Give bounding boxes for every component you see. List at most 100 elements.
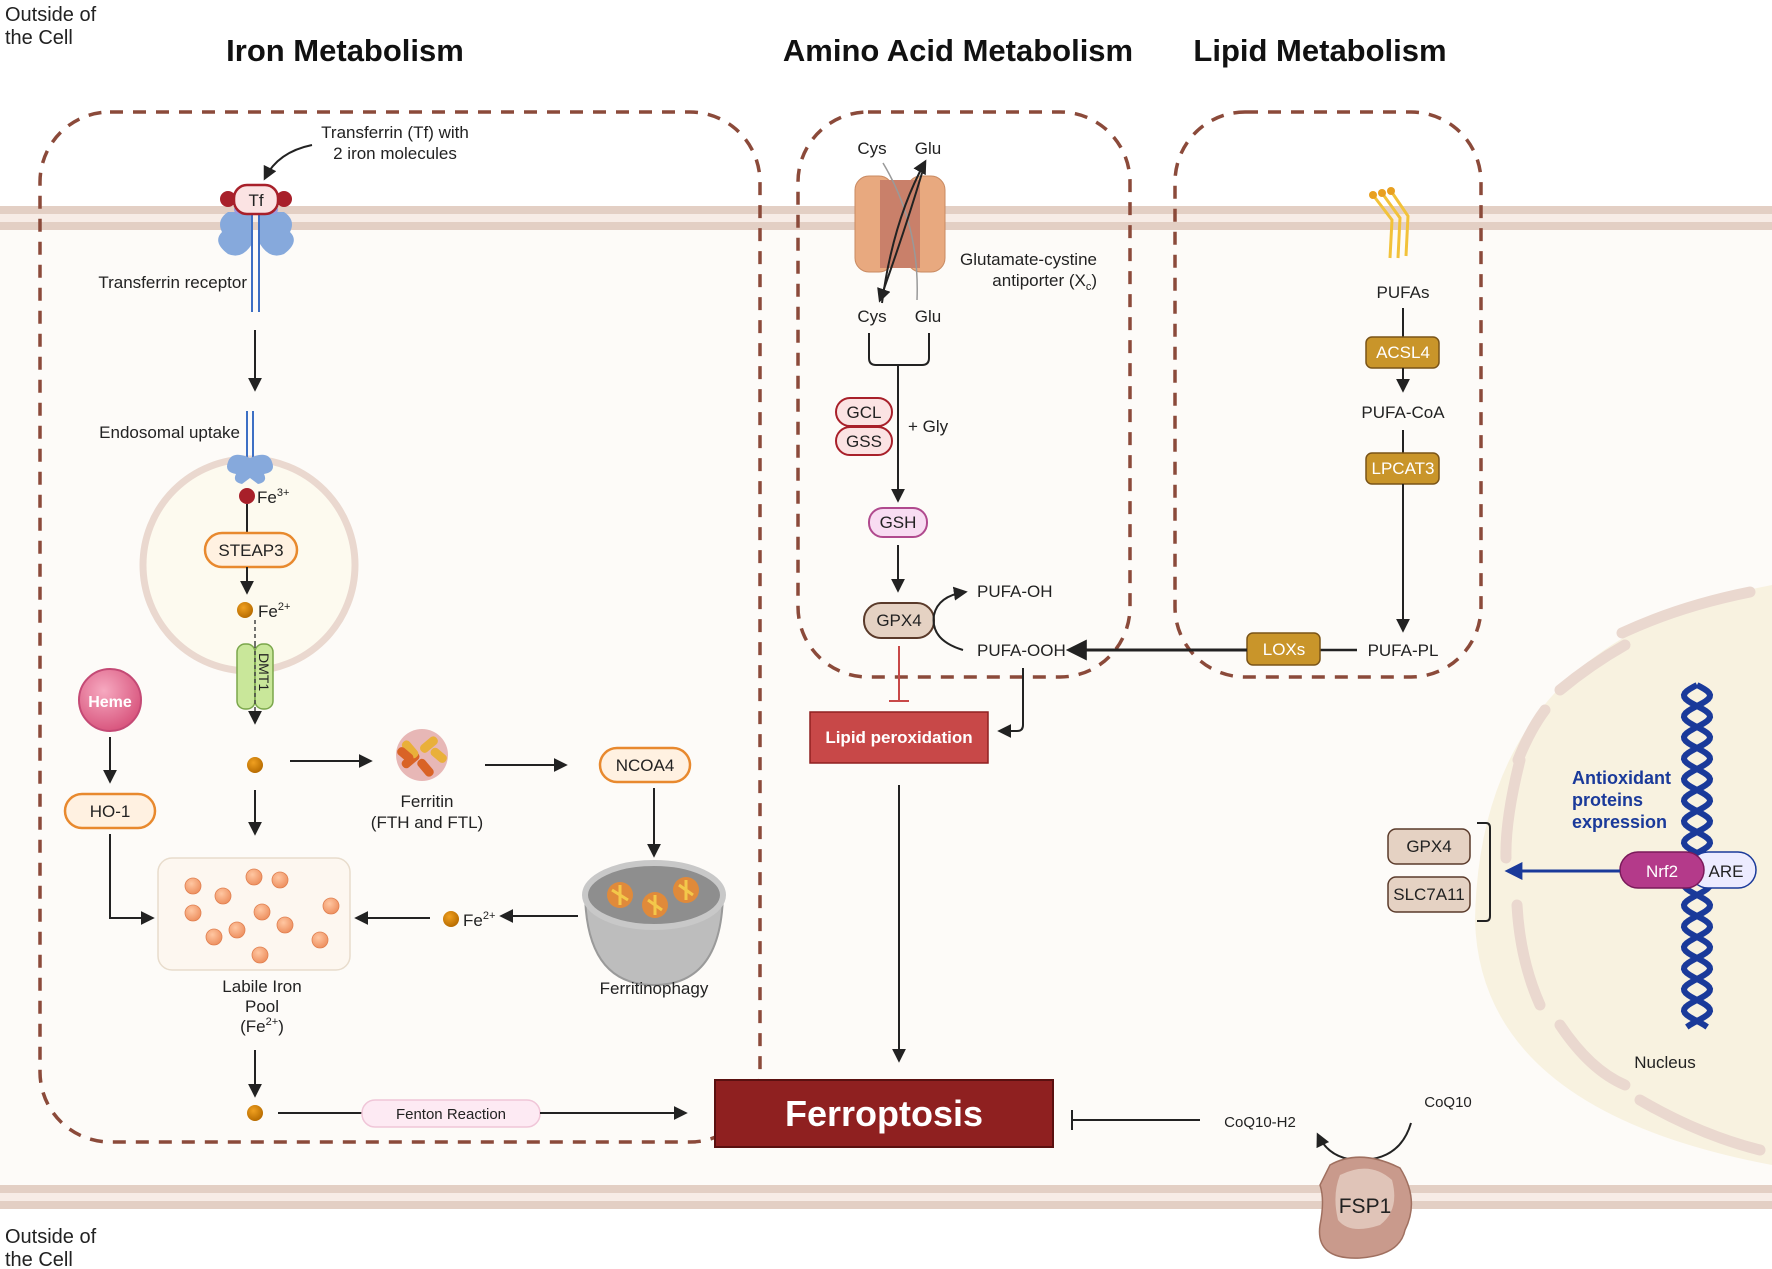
- iron-metabolism-title: Iron Metabolism: [226, 33, 464, 68]
- tf-note-2: 2 iron molecules: [333, 144, 457, 163]
- nrf2-label: Nrf2: [1646, 862, 1678, 881]
- outside-label-bottom-1: Outside of: [5, 1226, 97, 1248]
- antiporter-label-1: Glutamate-cystine: [960, 250, 1097, 269]
- targets-bracket: [1477, 822, 1491, 922]
- fe2-ion-cytosol-icon: [247, 757, 263, 773]
- steap3-label: STEAP3: [218, 541, 283, 560]
- dmt1-label: DMT1: [256, 653, 272, 691]
- fe2-released-icon: [443, 911, 459, 927]
- iron-ion: [251, 946, 269, 964]
- gcl-label: GCL: [847, 403, 882, 422]
- iron-ion: [276, 916, 294, 934]
- xc-antiporter-icon: [854, 159, 946, 304]
- ferritinophagy-label: Ferritinophagy: [600, 979, 709, 998]
- gsh-label: GSH: [880, 513, 917, 532]
- pufa-phospholipid-icon: [1369, 187, 1410, 259]
- heme-icon: [78, 668, 142, 732]
- iron-ion: [322, 897, 340, 915]
- pufas-label: PUFAs: [1377, 283, 1430, 302]
- iron-ion: [311, 931, 329, 949]
- are-label: ARE: [1709, 862, 1744, 881]
- fenton-reaction-label: Fenton Reaction: [396, 1106, 506, 1123]
- loxs-label: LOXs: [1263, 640, 1306, 659]
- fe2-released-label: Fe2+: [463, 910, 495, 930]
- antioxidant-label-2: proteins: [1572, 790, 1643, 810]
- antioxidant-label-1: Antioxidant: [1572, 768, 1671, 788]
- plasma-membrane-bottom: [0, 1185, 1772, 1209]
- lip-label-1: Labile Iron: [222, 977, 301, 996]
- target-slc7a11-label: SLC7A11: [1393, 885, 1465, 904]
- outside-label-top-2: the Cell: [5, 27, 73, 49]
- fe3-label: Fe3+: [257, 487, 289, 507]
- outside-label-top-1: Outside of: [5, 4, 97, 26]
- glu-in-label: Glu: [915, 307, 941, 326]
- target-slc7a11: [1387, 876, 1471, 913]
- lpcat3-label: LPCAT3: [1372, 459, 1435, 478]
- target-gpx4-label: GPX4: [1406, 837, 1451, 856]
- antiporter-label-2: antiporter (Xc): [992, 271, 1097, 293]
- steap3-enzyme: [203, 531, 299, 569]
- ferritin-icon: [396, 729, 448, 781]
- iron-ion: [253, 903, 271, 921]
- cys-in-label: Cys: [857, 307, 886, 326]
- fe2-fenton-icon: [247, 1105, 263, 1121]
- pufa-pl-label: PUFA-PL: [1368, 641, 1439, 660]
- iron-ion: [184, 877, 202, 895]
- iron-ion: [228, 921, 246, 939]
- gss-label: GSS: [846, 432, 882, 451]
- nucleus-label: Nucleus: [1634, 1053, 1695, 1072]
- lipid-region-border: [1173, 110, 1483, 679]
- ncoa4-label: NCOA4: [616, 756, 675, 775]
- lipid-peroxidation-label: Lipid peroxidation: [825, 728, 972, 747]
- pufa-ooh-label: PUFA-OOH: [977, 641, 1066, 660]
- cys-out-label: Cys: [857, 139, 886, 158]
- arrow-ho1-to-lip: [109, 834, 155, 925]
- target-gpx4: [1387, 828, 1471, 865]
- iron-ion: [245, 868, 263, 886]
- fe2-label: Fe2+: [258, 601, 290, 621]
- tf-label: Tf: [248, 191, 263, 210]
- iron-ion: [184, 904, 202, 922]
- lipid-peroxidation-box: [809, 711, 989, 764]
- dmt1-transporter-icon: DMT1: [236, 643, 274, 720]
- fsp1-label: FSP1: [1339, 1195, 1392, 1218]
- labile-iron-pool-ions: [184, 868, 340, 964]
- gly-label: + Gly: [908, 417, 949, 436]
- nuclear-envelope: [1500, 586, 1766, 1156]
- coq10h2-label: CoQ10-H2: [1224, 1114, 1296, 1131]
- fe3-ion-icon: [239, 488, 255, 504]
- endosomal-uptake-label: Endosomal uptake: [99, 423, 240, 442]
- gsh-molecule: [868, 507, 928, 538]
- transferrin-icon: Tf: [220, 183, 292, 216]
- ferritin-label-2: (FTH and FTL): [371, 813, 483, 832]
- glu-out-label: Glu: [915, 139, 941, 158]
- tf-note-arrow: [263, 144, 313, 181]
- cytoplasm: [0, 220, 1772, 1185]
- lip-label-2: Pool: [245, 997, 279, 1016]
- gss-enzyme: [835, 426, 893, 456]
- iron-ion: [214, 887, 232, 905]
- gpx4-reduction-arrow: [932, 586, 968, 651]
- ferritinophagy-lysosome-icon: [582, 860, 726, 987]
- ho1-label: HO-1: [90, 802, 131, 821]
- ho1-enzyme: [63, 792, 157, 830]
- fe2-ion-icon: [237, 602, 253, 618]
- iron-ion: [271, 871, 289, 889]
- lip-label-3: (Fe2+): [240, 1016, 284, 1036]
- amino-acid-metabolism-title: Amino Acid Metabolism: [783, 33, 1133, 68]
- outside-label-bottom-2: the Cell: [5, 1249, 73, 1269]
- transferrin-receptor-label: Transferrin receptor: [98, 273, 247, 292]
- gpx4-label: GPX4: [876, 611, 921, 630]
- ferritin-label-1: Ferritin: [401, 792, 454, 811]
- acsl4-label: ACSL4: [1376, 343, 1430, 362]
- pufa-oh-label: PUFA-OH: [977, 582, 1053, 601]
- amino-region-border: [796, 110, 1132, 679]
- antioxidant-label-3: expression: [1572, 812, 1667, 832]
- coq10-label: CoQ10: [1424, 1094, 1472, 1111]
- tf-note-1: Transferrin (Tf) with: [321, 123, 469, 142]
- ferroptosis-label: Ferroptosis: [785, 1093, 983, 1134]
- iron-region-border: [38, 110, 762, 1144]
- ferroptosis-box: [714, 1079, 1054, 1148]
